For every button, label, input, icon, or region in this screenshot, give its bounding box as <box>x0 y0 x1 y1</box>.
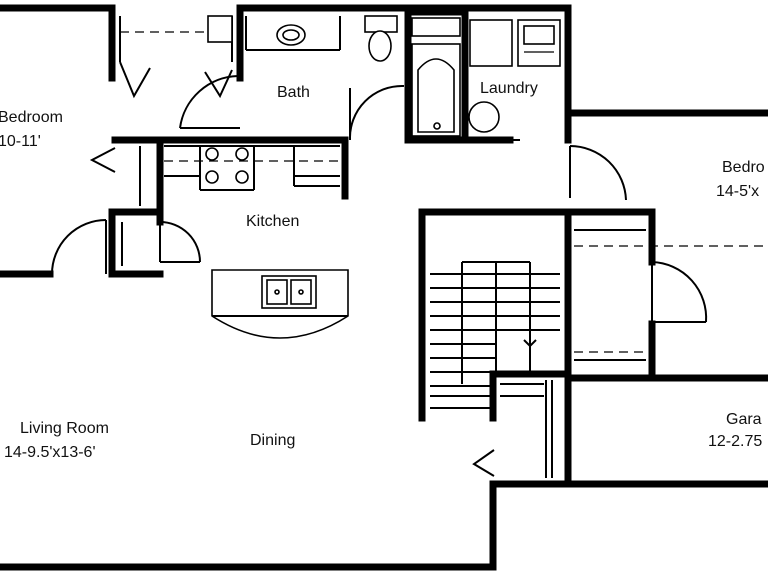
kitchen-island <box>211 269 349 339</box>
living-closet <box>51 208 201 278</box>
kitchen-counter <box>164 145 340 191</box>
bedroom1-walls <box>89 136 349 210</box>
garage-name: Gara <box>726 411 762 428</box>
dining-name: Dining <box>250 432 295 449</box>
bath-entry-door <box>348 84 405 141</box>
living-room-name: Living Room <box>20 420 109 437</box>
bedroom2-walls <box>564 145 768 382</box>
living-room-dims: 14-9.5'x13-6' <box>4 444 96 461</box>
laundry-appliances <box>461 8 561 144</box>
bath-fixtures <box>245 15 398 62</box>
bedroom-closet <box>108 4 244 99</box>
bedroom1-dims: 10-11' <box>0 133 41 150</box>
garage-dims: 12-2.75 <box>708 433 762 450</box>
exterior-walls <box>0 4 768 571</box>
bathtub <box>404 8 469 144</box>
stairwell <box>418 208 572 488</box>
bedroom2-name: Bedro <box>722 159 765 176</box>
bedroom2-dims: 14-5'x <box>716 183 759 200</box>
bath-door <box>179 75 240 129</box>
bedroom1-name: Bedroom <box>0 109 63 126</box>
bath-name: Bath <box>277 84 310 101</box>
laundry-name: Laundry <box>480 80 538 97</box>
kitchen-name: Kitchen <box>246 213 299 230</box>
